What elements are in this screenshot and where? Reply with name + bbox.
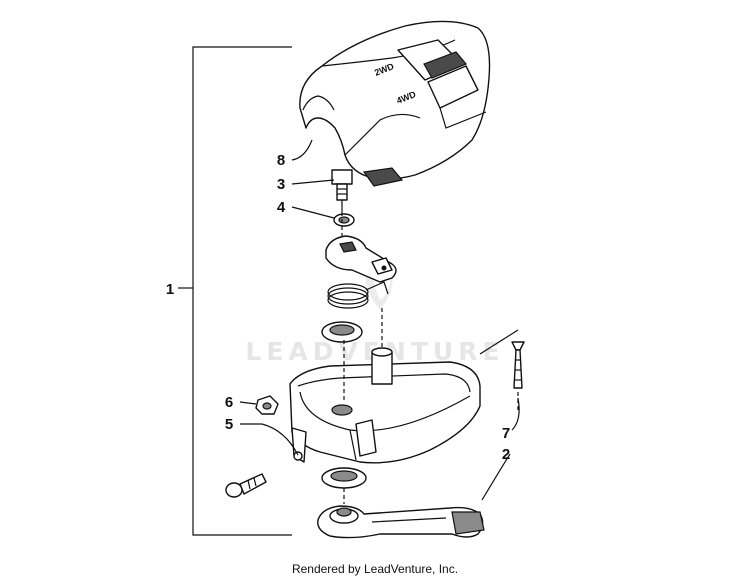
nut-part — [255, 395, 279, 415]
washer-part — [333, 213, 355, 227]
upper-bushing-part — [321, 321, 363, 343]
leader-lines — [239, 139, 520, 501]
long-screw-part — [511, 341, 525, 389]
callout-2: 2 — [502, 446, 510, 463]
callout-7: 7 — [502, 425, 510, 442]
assembly-centerlines — [341, 212, 519, 504]
lever-part — [317, 505, 485, 539]
callout-1: 1 — [166, 281, 174, 298]
callout-5: 5 — [225, 416, 233, 433]
cam-plate-part — [325, 235, 397, 283]
switch-housing-base-part — [289, 347, 481, 464]
bolt-part — [331, 169, 353, 212]
callout-8: 8 — [277, 152, 285, 169]
assembly-bracket — [178, 46, 292, 536]
screw-part — [225, 473, 267, 498]
footer-credit: Rendered by LeadVenture, Inc. — [291, 562, 459, 576]
switch-cover-part: 2WD 4WD — [299, 20, 491, 187]
callout-4: 4 — [277, 199, 286, 216]
lower-bushing-part — [321, 467, 367, 489]
spring-part — [327, 281, 389, 309]
callout-6: 6 — [225, 394, 233, 411]
callout-3: 3 — [277, 176, 285, 193]
